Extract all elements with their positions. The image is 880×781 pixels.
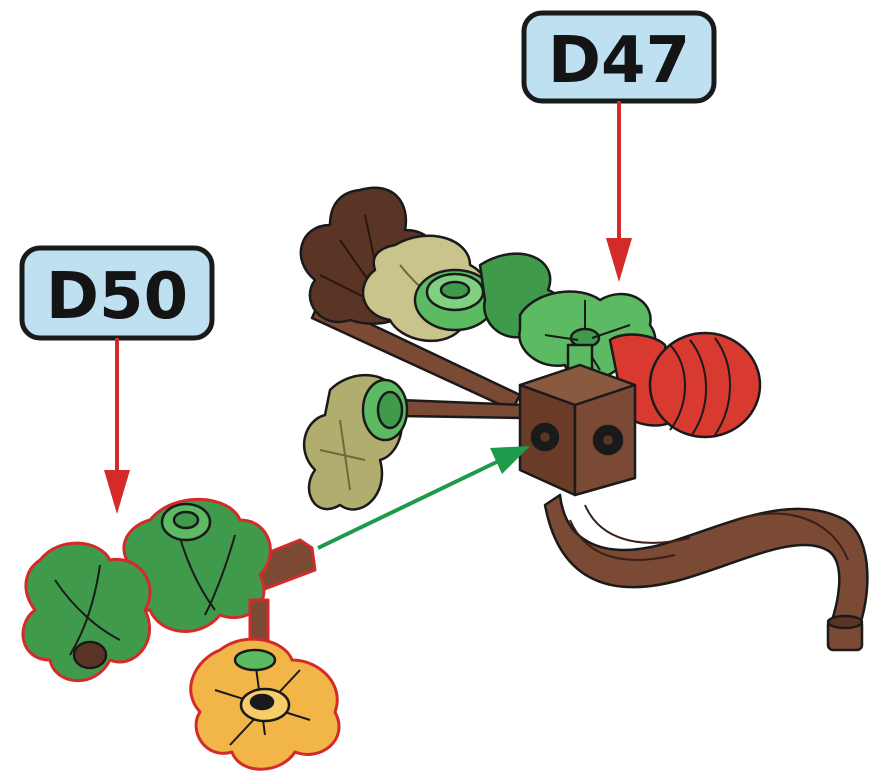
d47-assembly — [299, 186, 869, 652]
d50-assembly — [21, 497, 341, 771]
label-d47-text: D47 — [548, 24, 690, 98]
d50-green-flower — [21, 541, 152, 683]
curved-stem — [543, 493, 869, 634]
olive-flower-lower — [303, 373, 409, 511]
label-d50-text: D50 — [46, 260, 188, 334]
arrow-down-icon — [606, 101, 632, 282]
d50-yellow-flower — [189, 598, 341, 771]
label-d47: D47 — [521, 10, 717, 104]
arrow-down-icon — [104, 338, 130, 514]
arrow-assembly-icon — [317, 446, 530, 550]
brown-cube-connector — [518, 363, 637, 497]
green-round-part — [413, 268, 497, 332]
label-d50: D50 — [19, 245, 215, 341]
